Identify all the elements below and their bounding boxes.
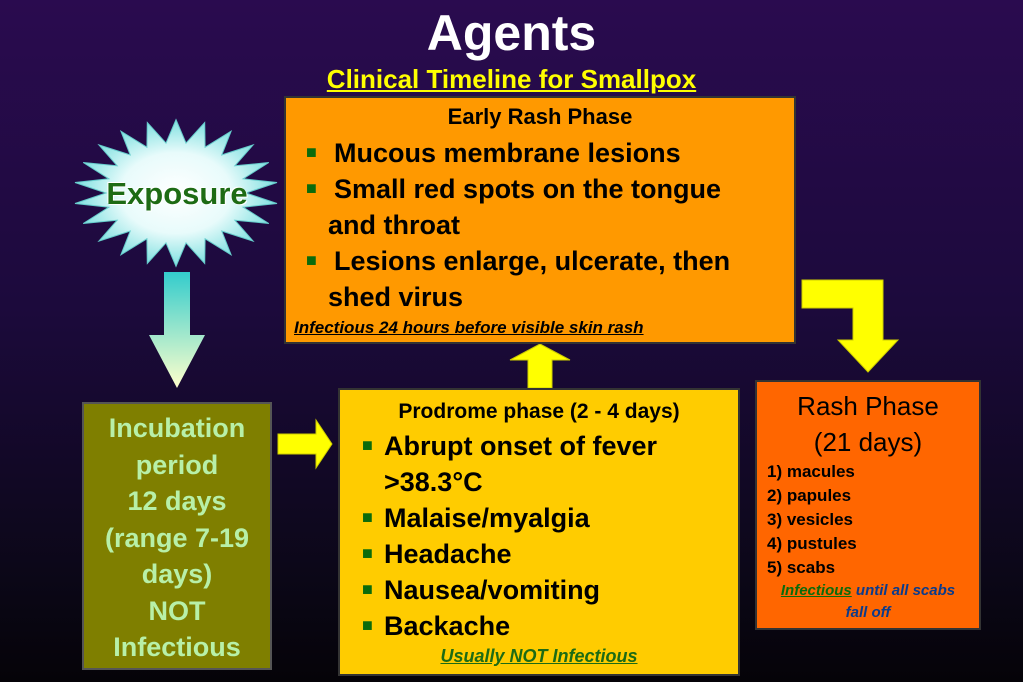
rash-title-line: Rash Phase (797, 391, 939, 421)
incubation-line: Infectious (113, 632, 241, 662)
early-rash-item: ■Lesions enlarge, ulcerate, then (306, 243, 730, 281)
rash-stage: 3) vesicles (767, 510, 854, 529)
rash-phase-box: Rash Phase (21 days) 1) macules 2) papul… (755, 380, 981, 630)
incubation-box: Incubation period 12 days (range 7-19 da… (82, 402, 272, 670)
rash-stage: 5) scabs (767, 558, 836, 577)
arrow-up-icon (509, 343, 571, 389)
prodrome-item-continued: >38.3°C (384, 467, 483, 497)
incubation-text: Incubation period 12 days (range 7-19 da… (84, 410, 270, 666)
prodrome-item: ■Nausea/vomiting (362, 572, 600, 610)
incubation-line: (range 7-19 (104, 522, 250, 553)
rash-stage: 4) pustules (767, 534, 857, 553)
starburst-icon (74, 118, 278, 268)
incubation-line: NOT (148, 595, 206, 626)
rash-note-rest: until all scabs (851, 582, 956, 599)
bullet-icon: ■ (362, 542, 373, 563)
incubation-line: 12 days (127, 486, 227, 516)
page-title: Agents (426, 5, 597, 61)
prodrome-item: ■Backache (362, 608, 510, 646)
early-rash-item-continued: and throat (328, 210, 460, 240)
prodrome-item: ■Abrupt onset of fever (362, 428, 657, 466)
bullet-icon: ■ (362, 434, 373, 455)
early-rash-item: ■Small red spots on the tongue (306, 171, 721, 209)
incubation-line: Incubation (108, 413, 246, 443)
early-rash-title: Early Rash Phase (447, 104, 633, 129)
arrow-down-icon (149, 272, 205, 388)
prodrome-title: Prodrome phase (2 - 4 days) (398, 400, 680, 423)
prodrome-note: Usually NOT Infectious (440, 646, 638, 666)
rash-phase-note: Infectious until all scabs fall off (757, 580, 979, 624)
page-subtitle: Clinical Timeline for Smallpox (326, 64, 697, 94)
arrow-right-icon (277, 418, 333, 470)
bullet-icon: ■ (306, 249, 317, 270)
prodrome-box: Prodrome phase (2 - 4 days) ■Abrupt onse… (338, 388, 740, 676)
early-rash-item: ■Mucous membrane lesions (306, 135, 681, 173)
rash-note-infectious: Infectious (780, 582, 852, 599)
bullet-icon: ■ (362, 506, 373, 527)
rash-stage: 2) papules (767, 486, 852, 505)
bullet-icon: ■ (306, 141, 317, 162)
rash-title-line: (21 days) (813, 427, 923, 457)
bullet-icon: ■ (362, 578, 373, 599)
rash-stage: 1) macules (767, 462, 855, 481)
incubation-line: period (135, 449, 219, 480)
rash-phase-title: Rash Phase (21 days) (757, 388, 979, 460)
exposure-label: Exposure (106, 176, 248, 211)
early-rash-item-continued: shed virus (328, 282, 464, 312)
incubation-line: days) (141, 559, 213, 589)
early-rash-box: Early Rash Phase ■Mucous membrane lesion… (284, 96, 796, 344)
early-rash-note: Infectious 24 hours before visible skin … (294, 318, 644, 337)
elbow-arrow-icon (801, 279, 900, 373)
prodrome-item: ■Malaise/myalgia (362, 500, 590, 538)
prodrome-item: ■Headache (362, 536, 512, 574)
rash-note-line2: fall off (845, 604, 891, 621)
bullet-icon: ■ (362, 614, 373, 635)
bullet-icon: ■ (306, 177, 317, 198)
